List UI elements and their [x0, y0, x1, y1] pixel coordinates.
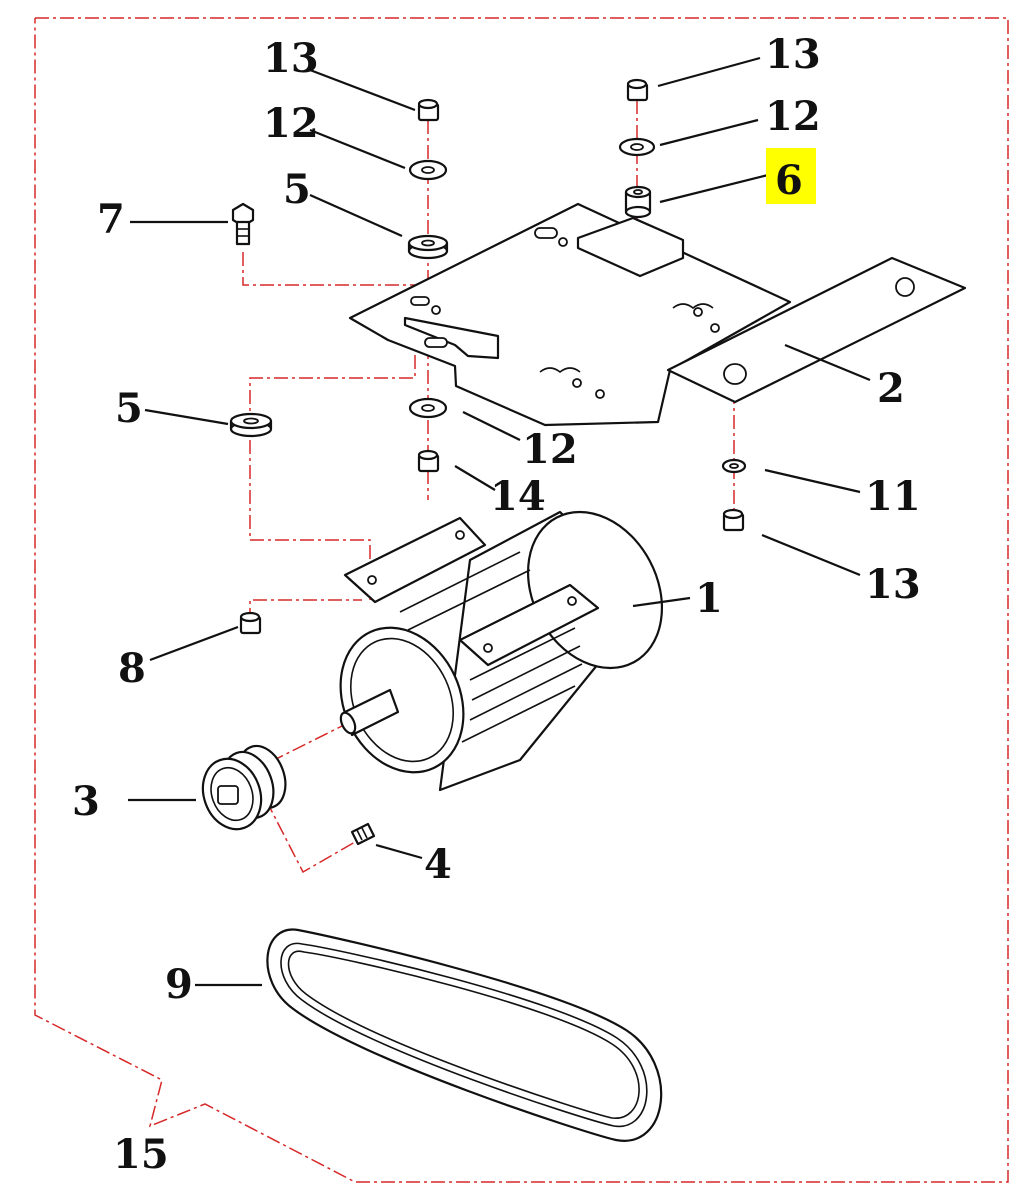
bolt-7 [231, 202, 255, 246]
nut-14 [722, 508, 745, 532]
highlight-marker [766, 148, 816, 204]
left-fastener-stack [407, 98, 449, 473]
callout-12-top-right: 12 [765, 93, 821, 140]
washer-12-top-right [618, 137, 656, 157]
mounting-plate [348, 202, 967, 427]
callout-5-upper: 5 [283, 166, 311, 213]
callout-2: 2 [877, 365, 905, 412]
nut-13-lower [417, 449, 440, 473]
callout-14: 13 [865, 561, 921, 608]
callout-4: 4 [424, 841, 452, 888]
callout-1: 1 [695, 575, 723, 622]
callout-9: 9 [165, 961, 193, 1008]
washer-12-lower [408, 397, 448, 419]
nut-8 [239, 611, 262, 635]
callout-5-lower: 5 [115, 385, 143, 432]
slot-hole [534, 227, 558, 239]
callout-6: 6 [775, 157, 803, 204]
callout-13-top-left: 13 [263, 35, 319, 82]
set-screw-4 [350, 822, 376, 846]
callout-8: 8 [118, 645, 146, 692]
callout-11: 11 [865, 473, 921, 520]
v-belt [266, 928, 663, 1142]
motor-cooling-fins [399, 551, 583, 743]
callout-7: 7 [97, 196, 125, 243]
washer-11 [721, 458, 747, 474]
leader-lines [128, 56, 871, 987]
callout-13-top-right: 13 [765, 31, 821, 78]
motor [339, 510, 664, 792]
assembly-boundary [34, 17, 1009, 1183]
callout-labels: 13 12 5 7 13 12 6 2 5 12 14 11 13 1 8 3 … [72, 31, 921, 1178]
nut-13-top-right [626, 78, 649, 102]
right-fastener-stack [618, 78, 747, 532]
washer-12-top-left [408, 159, 448, 181]
callout-13-lower: 14 [490, 473, 546, 520]
spacer-5-upper [407, 234, 449, 260]
spacer-5-lower [229, 412, 273, 438]
motor-shaft [339, 688, 400, 737]
callout-12-top-left: 12 [263, 100, 319, 147]
callout-15: 15 [113, 1131, 169, 1178]
callout-3: 3 [72, 778, 100, 825]
spacer-6 [624, 185, 652, 219]
pulley [201, 744, 287, 831]
nut-13-top-left [417, 98, 440, 122]
callout-12-lower: 12 [522, 426, 578, 473]
